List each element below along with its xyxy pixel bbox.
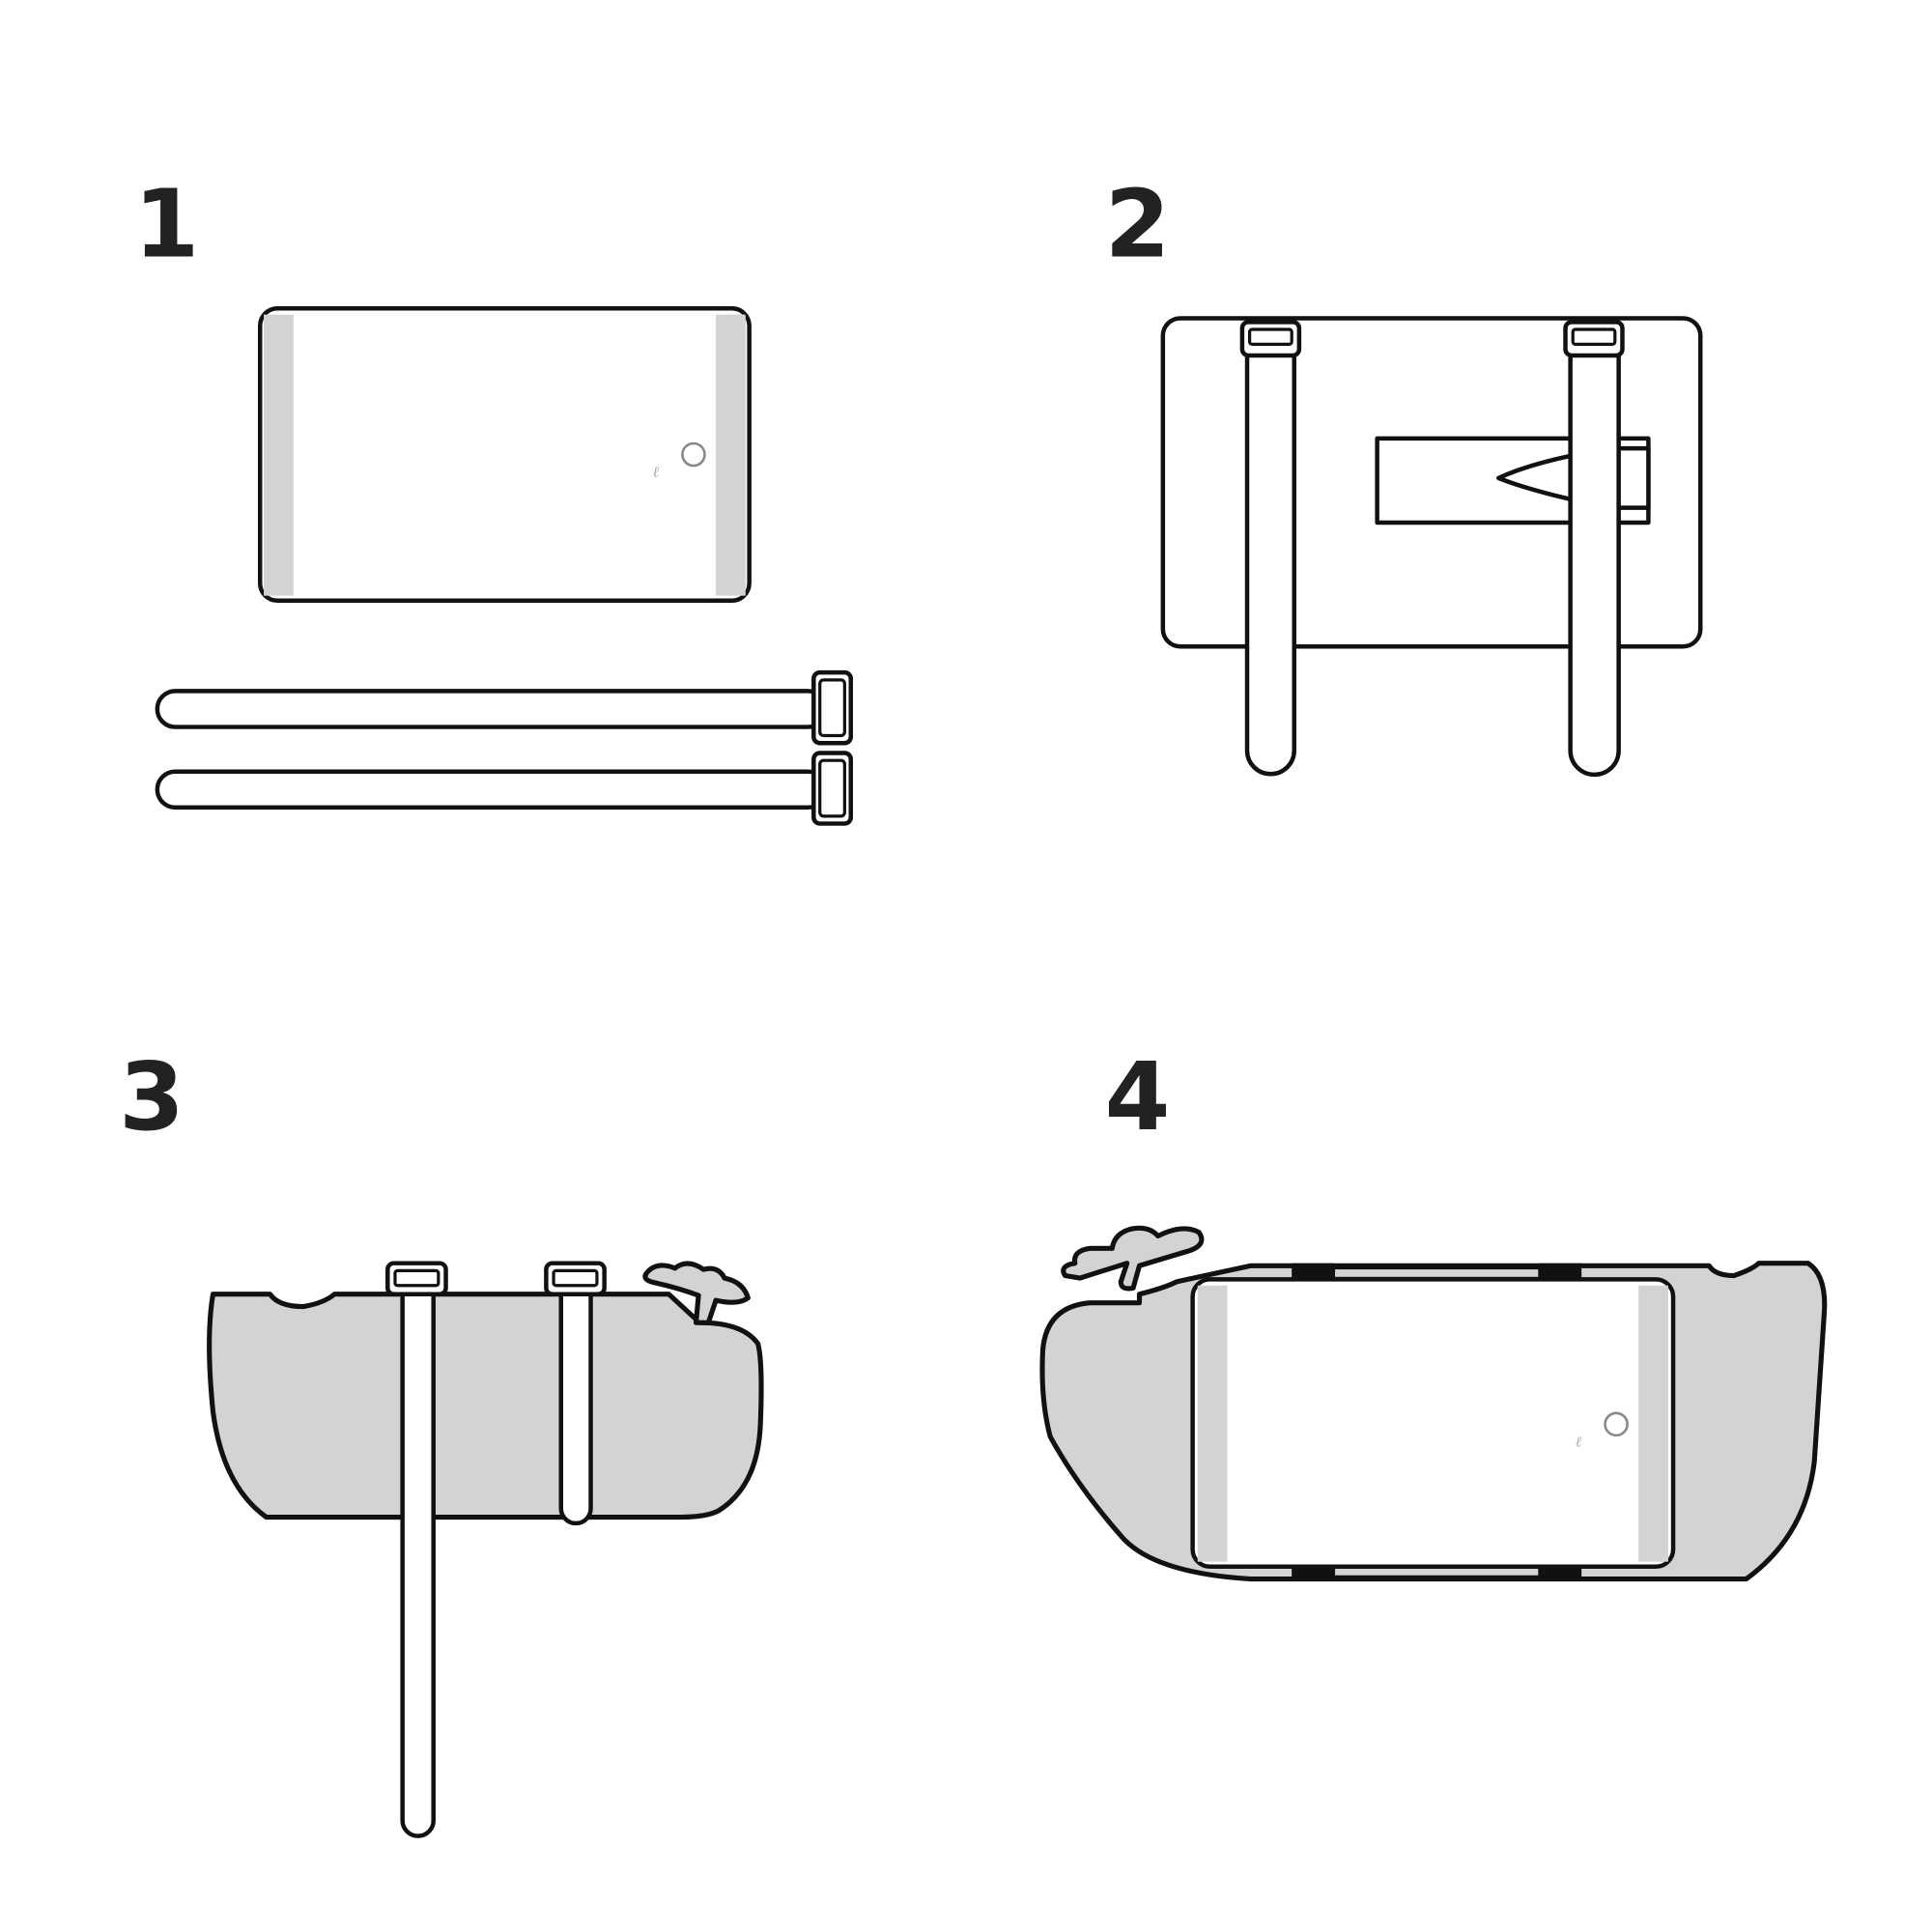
straps-black: [1292, 1263, 1582, 1580]
step-1: 1 ℓ: [133, 169, 854, 826]
step-4: 4 ℓ: [1039, 1042, 1828, 1582]
step-number-4: 4: [1105, 1042, 1171, 1151]
strap-right: [1563, 320, 1625, 778]
sun-visor: [207, 1292, 764, 1520]
strap-2: [155, 751, 854, 826]
svg-text:ℓ: ℓ: [653, 464, 660, 481]
step-number-1: 1: [133, 169, 199, 278]
tablet: ℓ: [257, 305, 752, 604]
logo-icon: [681, 441, 706, 468]
strap-1: [155, 669, 854, 746]
strap-left: [1239, 320, 1302, 777]
strap-short: [544, 1261, 607, 1526]
mirror-clip: [642, 1261, 751, 1325]
mirror-clip: [1061, 1225, 1205, 1292]
step-number-3: 3: [119, 1042, 185, 1151]
step-3: 3: [119, 1042, 764, 1838]
step-number-2: 2: [1105, 169, 1171, 278]
tablet-mounted: ℓ: [1190, 1277, 1676, 1570]
logo-icon: [1604, 1411, 1629, 1437]
svg-text:ℓ: ℓ: [1576, 1433, 1582, 1450]
step-2: 2: [1105, 169, 1703, 778]
strap-long: [385, 1261, 448, 1838]
